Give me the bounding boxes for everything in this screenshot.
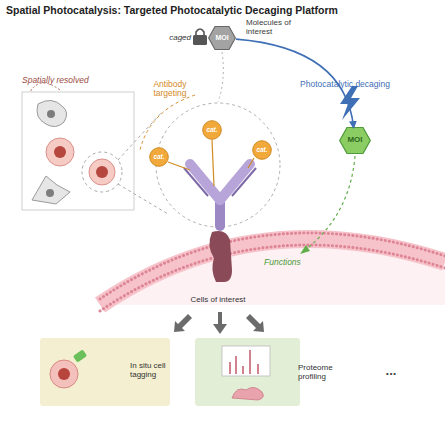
- spectrum-panel: [222, 346, 270, 376]
- cell-label: Cells of interest: [176, 296, 260, 305]
- lock-body: [193, 35, 207, 45]
- pink-cell: [89, 159, 115, 185]
- concept-label: Photocatalytic decaging: [300, 80, 390, 89]
- function-label: Functions: [264, 258, 318, 267]
- lipid-heads: [100, 245, 445, 311]
- output-arrows: [174, 312, 264, 334]
- bar: [242, 366, 244, 374]
- gray-cell: [37, 100, 67, 126]
- catalyst-label: cat.: [149, 147, 169, 167]
- arrow-down: [213, 312, 227, 334]
- catalyst-circle: cat.: [252, 140, 272, 160]
- pink-nucleus: [54, 146, 66, 158]
- molecule-label: MOI: [339, 127, 371, 154]
- panel-background: [195, 338, 300, 406]
- state-label: caged: [163, 34, 191, 43]
- inset-frame: [22, 92, 134, 210]
- arrow-down-left: [174, 314, 192, 332]
- receptor: [209, 231, 232, 282]
- hexagon-shape: [209, 26, 236, 49]
- antibody-arm: [220, 164, 250, 200]
- bar: [235, 356, 237, 374]
- gray-cell: [32, 176, 70, 204]
- diagram-title: Spatial Photocatalysis: Targeted Photoca…: [6, 5, 442, 17]
- antibody-chain: [232, 168, 256, 196]
- circle-shape: [150, 148, 169, 167]
- protein-blob: [232, 387, 263, 400]
- pink-cell: [46, 138, 74, 166]
- catalyst-label: cat.: [252, 140, 272, 160]
- catalyst-circle: cat.: [149, 147, 169, 167]
- molecule-label: MOI: [208, 26, 236, 50]
- gray-nucleus: [46, 189, 54, 197]
- cell-body: [100, 239, 445, 305]
- antibody-chain: [184, 168, 208, 196]
- tagged-cell: [50, 360, 78, 388]
- hexagon-shape: [340, 128, 371, 154]
- target-ring: [156, 103, 280, 227]
- bar: [249, 350, 251, 374]
- caged-molecule: MOI: [208, 26, 236, 50]
- catalyst-circle: cat.: [202, 120, 222, 140]
- antibody-arm: [190, 164, 220, 200]
- spectrum-bars: [230, 350, 258, 374]
- lipid-heads: [100, 233, 445, 299]
- leader-line: [218, 52, 223, 102]
- bar: [257, 364, 259, 374]
- panel-label: Proteome profiling: [298, 364, 344, 382]
- function-arrowhead: [300, 245, 310, 254]
- focus-ring: [82, 152, 122, 192]
- pink-nucleus: [96, 166, 108, 178]
- concept-label: Spatially resolved: [22, 76, 122, 85]
- membrane: [100, 239, 445, 305]
- function-path: [305, 156, 355, 250]
- tether: [168, 162, 190, 170]
- molecule-caption: Molecules of interest: [246, 19, 306, 37]
- circle-shape: [203, 121, 222, 140]
- ellipsis-label: ...: [376, 364, 406, 378]
- leader-line: [140, 95, 195, 150]
- concept-label: Antibody targeting: [142, 80, 198, 99]
- bar: [229, 362, 231, 374]
- arrow-down-right: [246, 314, 264, 332]
- catalyst-label: cat.: [202, 120, 222, 140]
- circle-shape: [253, 141, 272, 160]
- green-tag: [73, 349, 87, 362]
- tether: [212, 140, 214, 186]
- tagged-nucleus: [58, 368, 70, 380]
- released-molecule: MOI: [339, 127, 371, 154]
- panel-label: In situ cell tagging: [130, 362, 166, 380]
- tether: [248, 158, 254, 168]
- gray-nucleus: [47, 110, 55, 118]
- lock-shackle: [196, 29, 204, 36]
